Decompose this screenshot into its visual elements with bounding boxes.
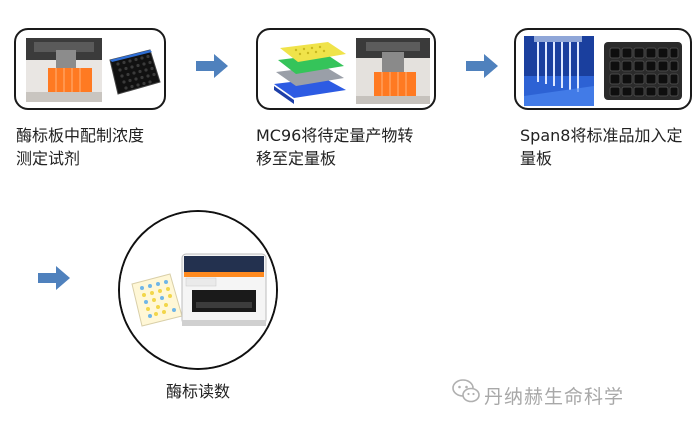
step-3-box (514, 28, 692, 110)
watermark-text: 丹纳赫生命科学 (484, 386, 625, 408)
liquid-handler-orange-plate-image (26, 38, 102, 102)
stacked-colored-plates-image (266, 38, 350, 104)
step-4-caption: 酶标读数 (166, 382, 231, 401)
step-2-caption: MC96将待定量产物转 移至定量板 (256, 126, 414, 168)
step-3-caption: Span8将标准品加入定 量板 (520, 126, 683, 168)
black-96-well-plate-image (106, 44, 162, 98)
right-arrow-icon (38, 266, 70, 290)
wechat-icon (452, 379, 480, 403)
step-4-circle (118, 210, 278, 370)
step-1-box (14, 28, 166, 110)
step-1-photo-microplate (106, 44, 162, 98)
right-arrow-icon (466, 54, 498, 78)
right-arrow-icon (196, 54, 228, 78)
step-3-photo-deep-well-plate (600, 38, 686, 104)
step-2-photo-liquid-handler (356, 38, 430, 104)
step-2-box (256, 28, 436, 110)
liquid-handler-image (356, 38, 430, 104)
step-3-photo-span8-tips (524, 36, 594, 106)
plate-reader-image (120, 212, 276, 368)
black-deep-well-plate-image (600, 38, 686, 104)
step-2-photo-stacked-plates (266, 38, 350, 104)
span8-pipette-tips-image (524, 36, 594, 106)
step-1-photo-liquid-handler (26, 38, 102, 102)
step-1-caption: 酶标板中配制浓度 测定试剂 (16, 126, 145, 168)
